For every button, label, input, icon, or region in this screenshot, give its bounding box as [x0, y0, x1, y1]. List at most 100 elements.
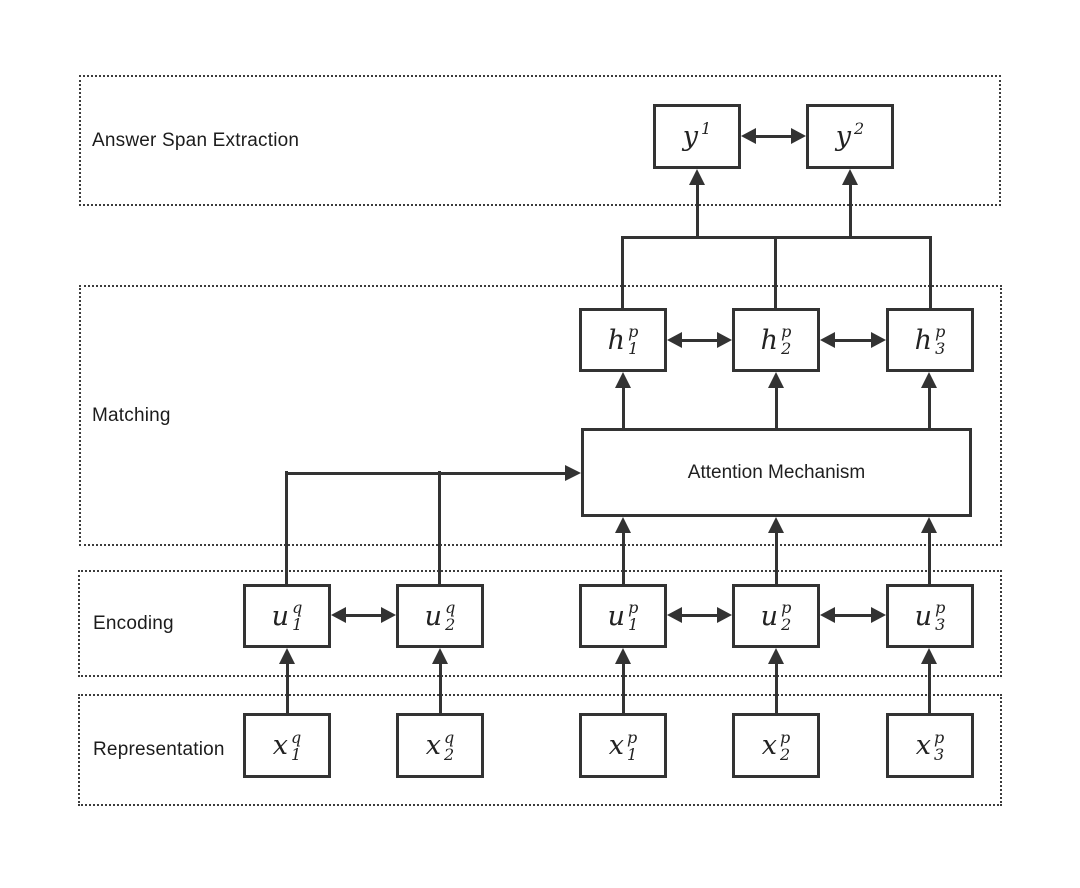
band-label-matching: Matching [92, 404, 171, 426]
node-y1-base: y [682, 121, 699, 152]
arrow-u3p-to-attention [921, 517, 937, 584]
attention-mechanism-box: Attention Mechanism [581, 428, 972, 517]
node-u1p-base: u [607, 600, 626, 632]
node-y1-scripts: 1 [701, 120, 711, 154]
double-arrow-h1p-h2p [667, 332, 732, 348]
node-u3p-base: u [914, 600, 933, 632]
node-x1p-sup: p [626, 727, 638, 747]
arrow-attention-to-h3p [921, 372, 937, 428]
double-arrow-y1-y2 [741, 128, 806, 144]
band-matching [79, 285, 1002, 546]
arrow-x2p-to-u2p [768, 648, 784, 713]
arrow-x1q-to-u1q [279, 648, 295, 713]
node-h3p-base: h [914, 324, 933, 356]
arrow-u2p-to-attention [768, 517, 784, 584]
node-u1q-sub: 1 [292, 615, 303, 634]
node-h2p-base: h [760, 324, 779, 356]
double-arrow-u1p-u2p [667, 607, 732, 623]
band-encoding [78, 570, 1002, 677]
node-h3p-sub: 3 [935, 339, 946, 358]
arrow-u1p-to-attention [615, 517, 631, 584]
node-y2-base: y [835, 121, 852, 152]
node-x2p-base: x [761, 730, 777, 761]
node-y1-sub [701, 137, 711, 154]
line-h3p-up [929, 236, 932, 308]
arrow-x1p-to-u1p [615, 648, 631, 713]
node-x2p-sup: p [779, 727, 791, 747]
node-x2q-base: x [425, 730, 441, 761]
line-u2q-up [438, 471, 441, 584]
line-u1q-up [285, 471, 288, 584]
node-x1p-base: x [608, 730, 624, 761]
node-x1q-sub: 1 [290, 744, 302, 764]
arrow-to-y2 [842, 169, 858, 238]
node-u2q-sup: q [445, 598, 456, 617]
line-h2p-up [774, 236, 777, 308]
band-label-answer-span-extraction: Answer Span Extraction [92, 129, 300, 151]
node-h2p-sub: 2 [781, 339, 792, 358]
node-x3p-sub: 3 [933, 744, 945, 764]
node-u2q-base: u [424, 600, 443, 632]
node-h2p-sup: p [781, 322, 792, 341]
node-u3p-sub: 3 [935, 615, 946, 634]
node-u2p-sub: 2 [781, 615, 792, 634]
node-u2p-base: u [760, 600, 779, 632]
band-label-encoding: Encoding [93, 612, 174, 634]
node-y1-sup: 1 [701, 118, 712, 138]
arrow-attention-to-h2p [768, 372, 784, 428]
node-u3p-sup: p [935, 598, 946, 617]
node-h1p-base: h [607, 324, 626, 356]
arrow-x2q-to-u2q [432, 648, 448, 713]
node-u1p-sub: 1 [628, 615, 639, 634]
node-x2q-sup: q [443, 727, 455, 747]
band-representation [78, 694, 1002, 806]
node-x3p-sup: p [933, 727, 945, 747]
node-u2p-sup: p [781, 598, 792, 617]
node-u1q-sup: q [292, 598, 303, 617]
node-x1p-sub: 1 [626, 744, 638, 764]
node-y2-sub [854, 137, 864, 154]
band-answer-span-extraction [79, 75, 1001, 206]
node-u2q-sub: 2 [445, 615, 456, 634]
node-x2q-sub: 2 [443, 744, 455, 764]
double-arrow-u2p-u3p [820, 607, 886, 623]
double-arrow-u1q-u2q [331, 607, 396, 623]
node-u1p-sup: p [628, 598, 639, 617]
arrow-to-y1 [689, 169, 705, 238]
node-h3p-sup: p [935, 322, 946, 341]
